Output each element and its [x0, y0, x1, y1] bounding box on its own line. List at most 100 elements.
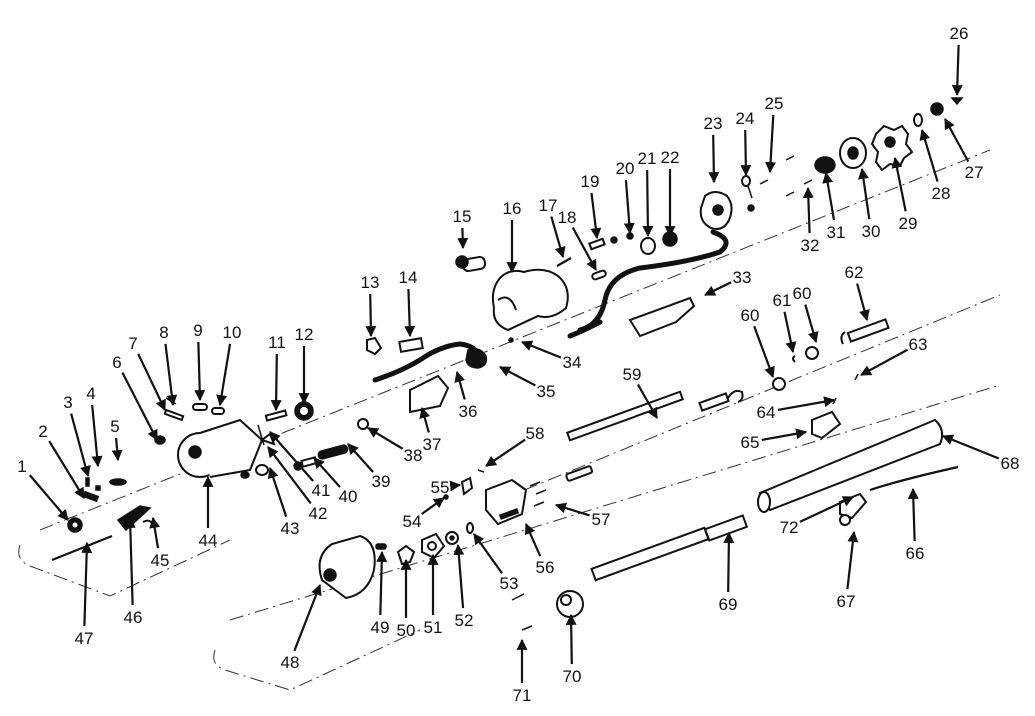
leader-arrow [91, 404, 103, 468]
part-66-rod [869, 465, 959, 492]
part-number-label: 1 [17, 457, 26, 476]
part-number-label: 52 [455, 611, 474, 630]
part-33-shield [628, 296, 696, 338]
part-59-shaft [565, 389, 744, 482]
callout-56: 56 [524, 522, 554, 577]
part-60-61-bearing-parts [772, 346, 819, 391]
callout-63: 63 [860, 335, 927, 376]
part-number-label: 68 [1001, 454, 1020, 473]
leader-arrow [313, 457, 341, 488]
leader-arrow [550, 216, 566, 259]
part-number-label: 34 [563, 353, 582, 372]
part-number-label: 15 [453, 207, 472, 226]
part-number-label: 36 [459, 402, 478, 421]
part-17-pin [556, 257, 572, 267]
callout-60: 60 [741, 306, 775, 379]
part-number-label: 14 [399, 268, 418, 287]
callout-66: 66 [906, 487, 925, 563]
leader-arrow [571, 226, 597, 271]
part-32-screws [759, 155, 813, 197]
part-number-label: 49 [371, 618, 390, 637]
part-number-label: 28 [932, 184, 951, 203]
callout-19: 19 [581, 172, 602, 240]
part-57-screws [529, 481, 547, 507]
leader-arrow [453, 543, 465, 609]
callout-70: 70 [563, 613, 582, 686]
callout-30: 30 [857, 167, 880, 241]
leader-arrow [891, 156, 907, 212]
part-number-label: 38 [404, 446, 423, 465]
callout-44: 44 [199, 475, 217, 550]
part-number-label: 9 [193, 321, 202, 340]
part-58-pin [477, 469, 485, 473]
callout-25: 25 [765, 94, 783, 174]
part-number-label: 2 [38, 422, 47, 441]
part-number-label: 7 [128, 334, 137, 353]
callout-33: 33 [704, 268, 751, 296]
part-27-nut [930, 102, 944, 116]
leader-arrow [565, 613, 577, 665]
part-number-label: 20 [616, 159, 635, 178]
callout-4: 4 [86, 384, 103, 468]
leader-arrow [149, 516, 161, 549]
leader-arrow [636, 383, 658, 419]
part-number-label: 40 [339, 487, 358, 506]
part-number-label: 10 [223, 323, 242, 342]
part-number-label: 43 [281, 519, 300, 538]
part-number-label: 66 [906, 544, 925, 563]
part-67-72-lever [839, 492, 868, 526]
part-number-label: 70 [563, 667, 582, 686]
callout-18: 18 [558, 208, 597, 271]
callout-8: 8 [159, 323, 178, 407]
callout-55: 55 [431, 478, 462, 497]
part-number-label: 17 [539, 196, 558, 215]
leader-arrow [293, 583, 322, 652]
callout-54: 54 [403, 497, 445, 531]
part-31-spring [814, 156, 836, 174]
callout-48: 48 [281, 583, 322, 672]
part-35-connector [465, 348, 488, 369]
part-7-pin [163, 408, 185, 422]
callout-21: 21 [638, 149, 656, 238]
callout-6: 6 [112, 353, 158, 441]
callout-12: 12 [295, 325, 314, 405]
part-33-cable [567, 319, 603, 339]
callout-13: 13 [361, 273, 379, 338]
part-65-actuator [811, 410, 842, 440]
part-number-label: 61 [773, 291, 792, 310]
callout-45: 45 [149, 516, 169, 570]
callout-43: 43 [267, 466, 300, 538]
callout-24: 24 [736, 109, 755, 177]
part-number-label: 12 [295, 325, 314, 344]
leader-arrow [449, 480, 462, 492]
part-34-screw [508, 337, 514, 343]
callout-7: 7 [128, 334, 166, 411]
part-number-label: 37 [423, 435, 442, 454]
part-number-label: 24 [736, 109, 755, 128]
part-number-label: 11 [268, 333, 286, 352]
leader-arrow [499, 366, 536, 387]
callout-34: 34 [520, 340, 582, 372]
part-number-label: 58 [526, 424, 545, 443]
part-63-64-pins [832, 373, 859, 405]
part-number-label: 18 [558, 208, 577, 227]
part-62-yoke [840, 318, 890, 345]
callout-28: 28 [919, 128, 951, 203]
part-number-label: 31 [827, 223, 846, 242]
callout-29: 29 [891, 156, 917, 233]
part-24-25-pivot [741, 175, 755, 212]
callout-14: 14 [399, 268, 418, 338]
callout-27: 27 [944, 118, 983, 182]
callout-16: 16 [503, 199, 521, 274]
leader-arrow [473, 533, 503, 574]
part-70-bushing [556, 590, 584, 618]
part-number-label: 55 [431, 478, 450, 497]
callout-53: 53 [473, 533, 518, 593]
callout-10: 10 [216, 323, 242, 407]
callout-68: 68 [941, 434, 1020, 473]
part-54-55-parts [443, 476, 474, 500]
part-number-label: 3 [63, 393, 72, 412]
callout-23: 23 [704, 114, 722, 184]
part-37-bracket [409, 374, 450, 414]
leader-arrow [121, 372, 158, 441]
